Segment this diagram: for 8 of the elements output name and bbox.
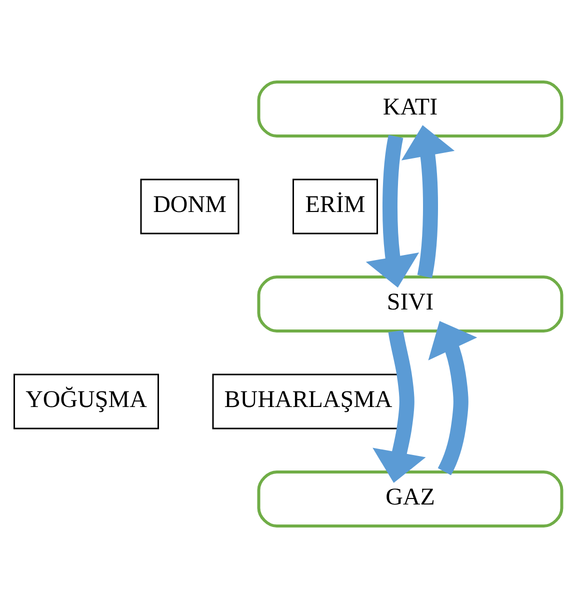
arrow (372, 330, 426, 483)
node-box: GAZ (257, 470, 564, 528)
arrow (428, 320, 478, 476)
node-box: DONM (140, 178, 240, 234)
node-box: ERİM (292, 178, 378, 234)
node-box: YOĞUŞMA (14, 374, 159, 430)
node-box: KATI (257, 80, 564, 138)
node-box: SIVI (257, 276, 564, 332)
